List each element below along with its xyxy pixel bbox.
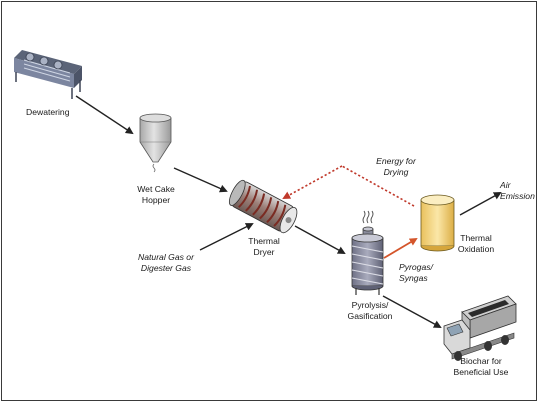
hopper-icon <box>139 113 172 173</box>
energy-label: Energy for Drying <box>376 156 416 177</box>
oxidation-label: Thermal Oxidation <box>457 233 495 254</box>
pyrolysis-label: Pyrolysis/ Gasification <box>347 300 393 321</box>
dryer-label: Thermal Dryer <box>248 236 280 257</box>
pyrolysis-reactor-icon <box>351 210 384 295</box>
arrow-pyrolysis-to-biochar <box>382 295 442 328</box>
dewatering-label: Dewatering <box>26 107 70 117</box>
pyrogas-label: Pyrogas/ Syngas <box>399 262 433 283</box>
arrow-dryer-to-pyrolysis <box>294 225 346 254</box>
arrow-energy-to-dryer-head <box>282 165 343 199</box>
arrow-hopper-to-dryer <box>173 167 228 193</box>
arrow-gas-to-dryer <box>199 223 254 251</box>
dump-truck-icon <box>443 295 517 361</box>
natural-gas-label: Natural Gas or Digester Gas <box>138 252 194 273</box>
rotary-dryer-icon <box>228 179 298 234</box>
arrow-syngas-to-oxidation <box>383 237 418 259</box>
air-emission-label: Air Emission <box>500 180 535 201</box>
thermal-oxidizer-icon <box>420 194 455 252</box>
arrow-oxidation-to-emission <box>459 192 502 216</box>
arrow-energy-to-dryer <box>341 165 415 207</box>
belt-filter-press-icon <box>14 50 82 99</box>
biochar-label: Biochar for Beneficial Use <box>453 356 509 377</box>
hopper-label: Wet Cake Hopper <box>137 184 175 205</box>
arrow-dewatering-to-hopper <box>75 95 134 135</box>
